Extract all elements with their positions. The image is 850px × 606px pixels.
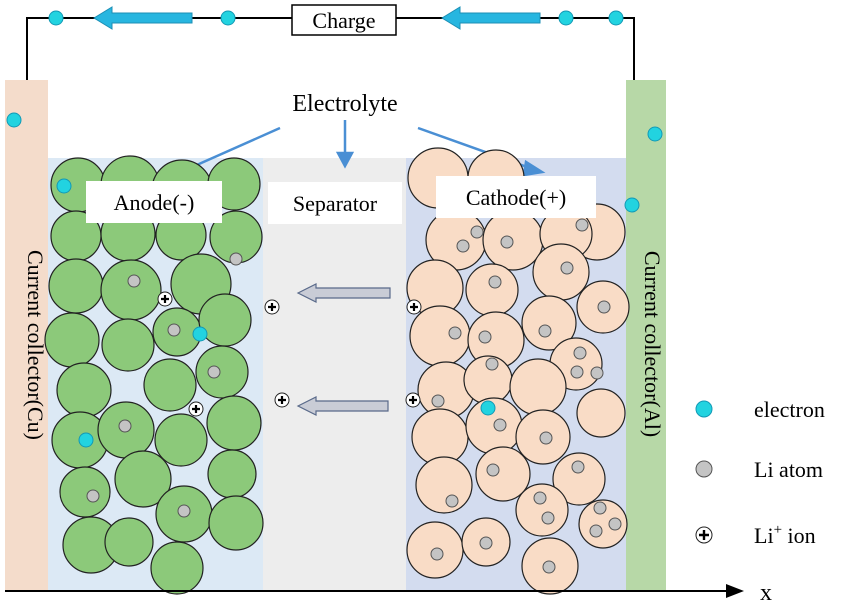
collector-cu [5, 80, 48, 590]
electron [56, 178, 72, 194]
electron [6, 112, 22, 128]
cathode-label: Cathode(+) [466, 185, 566, 210]
wire-electrons [48, 10, 624, 26]
li-atom [207, 365, 221, 379]
li-atom [127, 274, 141, 288]
legend-electron-icon [695, 400, 713, 418]
collector-cu-label: Current collector(Cu) [23, 250, 48, 440]
anode-electrons [56, 178, 208, 448]
li-atom [589, 524, 603, 538]
legend: electron Li atom Li+ ion [695, 397, 825, 548]
li-atom [445, 494, 459, 508]
legend-li-atom-icon [695, 460, 713, 478]
li-atom [533, 491, 547, 505]
li-atom [570, 365, 584, 379]
legend-li-ion-base: Li [754, 523, 774, 548]
li-atom [593, 501, 607, 515]
li-atom [479, 536, 493, 550]
li-atom [488, 275, 502, 289]
anode-li-atoms [86, 252, 243, 518]
li-ion [406, 299, 422, 315]
li-ion [274, 392, 290, 408]
li-atom [560, 261, 574, 275]
li-atom [539, 431, 553, 445]
li-atom [229, 252, 243, 266]
electron [624, 197, 640, 213]
collector-al-label: Current collector(Al) [640, 251, 665, 437]
collector-electrons [6, 112, 663, 213]
ion-flow-arrow-lower [296, 396, 389, 416]
electron [78, 432, 94, 448]
x-axis-arrowhead [726, 584, 744, 598]
separator-label-box [268, 182, 402, 224]
collector-al [626, 80, 666, 590]
ion-flow-arrow-upper [296, 283, 391, 303]
li-atom [500, 235, 514, 249]
li-atom [575, 218, 589, 232]
separator-label: Separator [293, 191, 378, 216]
cathode-electrons [480, 400, 496, 416]
legend-li-ion-sup: + [774, 522, 782, 538]
li-atom [538, 324, 552, 338]
anode-label-box [86, 181, 222, 223]
electron [558, 10, 574, 26]
li-atom [485, 357, 499, 371]
ion-flow-arrows [296, 283, 391, 416]
li-atom [590, 366, 604, 380]
li-atom [177, 504, 191, 518]
li-atom [118, 419, 132, 433]
separator-region [263, 158, 406, 590]
charge-box [291, 4, 397, 36]
electrolyte-label: Electrolyte [292, 91, 397, 117]
electron [647, 126, 663, 142]
li-atom [430, 547, 444, 561]
li-atom [448, 326, 462, 340]
li-atom [493, 418, 507, 432]
electron [480, 400, 496, 416]
li-atom [431, 394, 445, 408]
electron [192, 326, 208, 342]
anode-label: Anode(-) [114, 190, 195, 215]
cathode-li-atoms [430, 218, 622, 574]
li-ion [188, 401, 204, 417]
li-ion [157, 291, 173, 307]
li-atom [456, 239, 470, 253]
legend-li-ion-rest: ion [782, 523, 816, 548]
li-ion [264, 299, 280, 315]
charge-label: Charge [312, 8, 375, 33]
li-atom [542, 560, 556, 574]
li-ions [157, 291, 422, 417]
li-atom [608, 517, 622, 531]
legend-li-ion-icon [695, 526, 713, 544]
li-ion [405, 392, 421, 408]
legend-li-atom-label: Li atom [754, 457, 823, 482]
li-atom [478, 330, 492, 344]
wire-arrow-right [441, 6, 541, 30]
x-axis-label: x [760, 580, 772, 606]
electron [608, 10, 624, 26]
li-atom [597, 300, 611, 314]
li-atom [573, 346, 587, 360]
li-atom [167, 323, 181, 337]
electron [48, 10, 64, 26]
li-atom [86, 489, 100, 503]
cathode-label-box [436, 176, 596, 218]
wire-arrow-left [93, 6, 193, 30]
legend-electron-label: electron [754, 397, 825, 422]
li-atom [541, 511, 555, 525]
legend-li-ion-label: Li+ ion [754, 522, 816, 548]
li-atom [571, 460, 585, 474]
li-atom [470, 225, 484, 239]
li-atom [486, 463, 500, 477]
electron [220, 10, 236, 26]
